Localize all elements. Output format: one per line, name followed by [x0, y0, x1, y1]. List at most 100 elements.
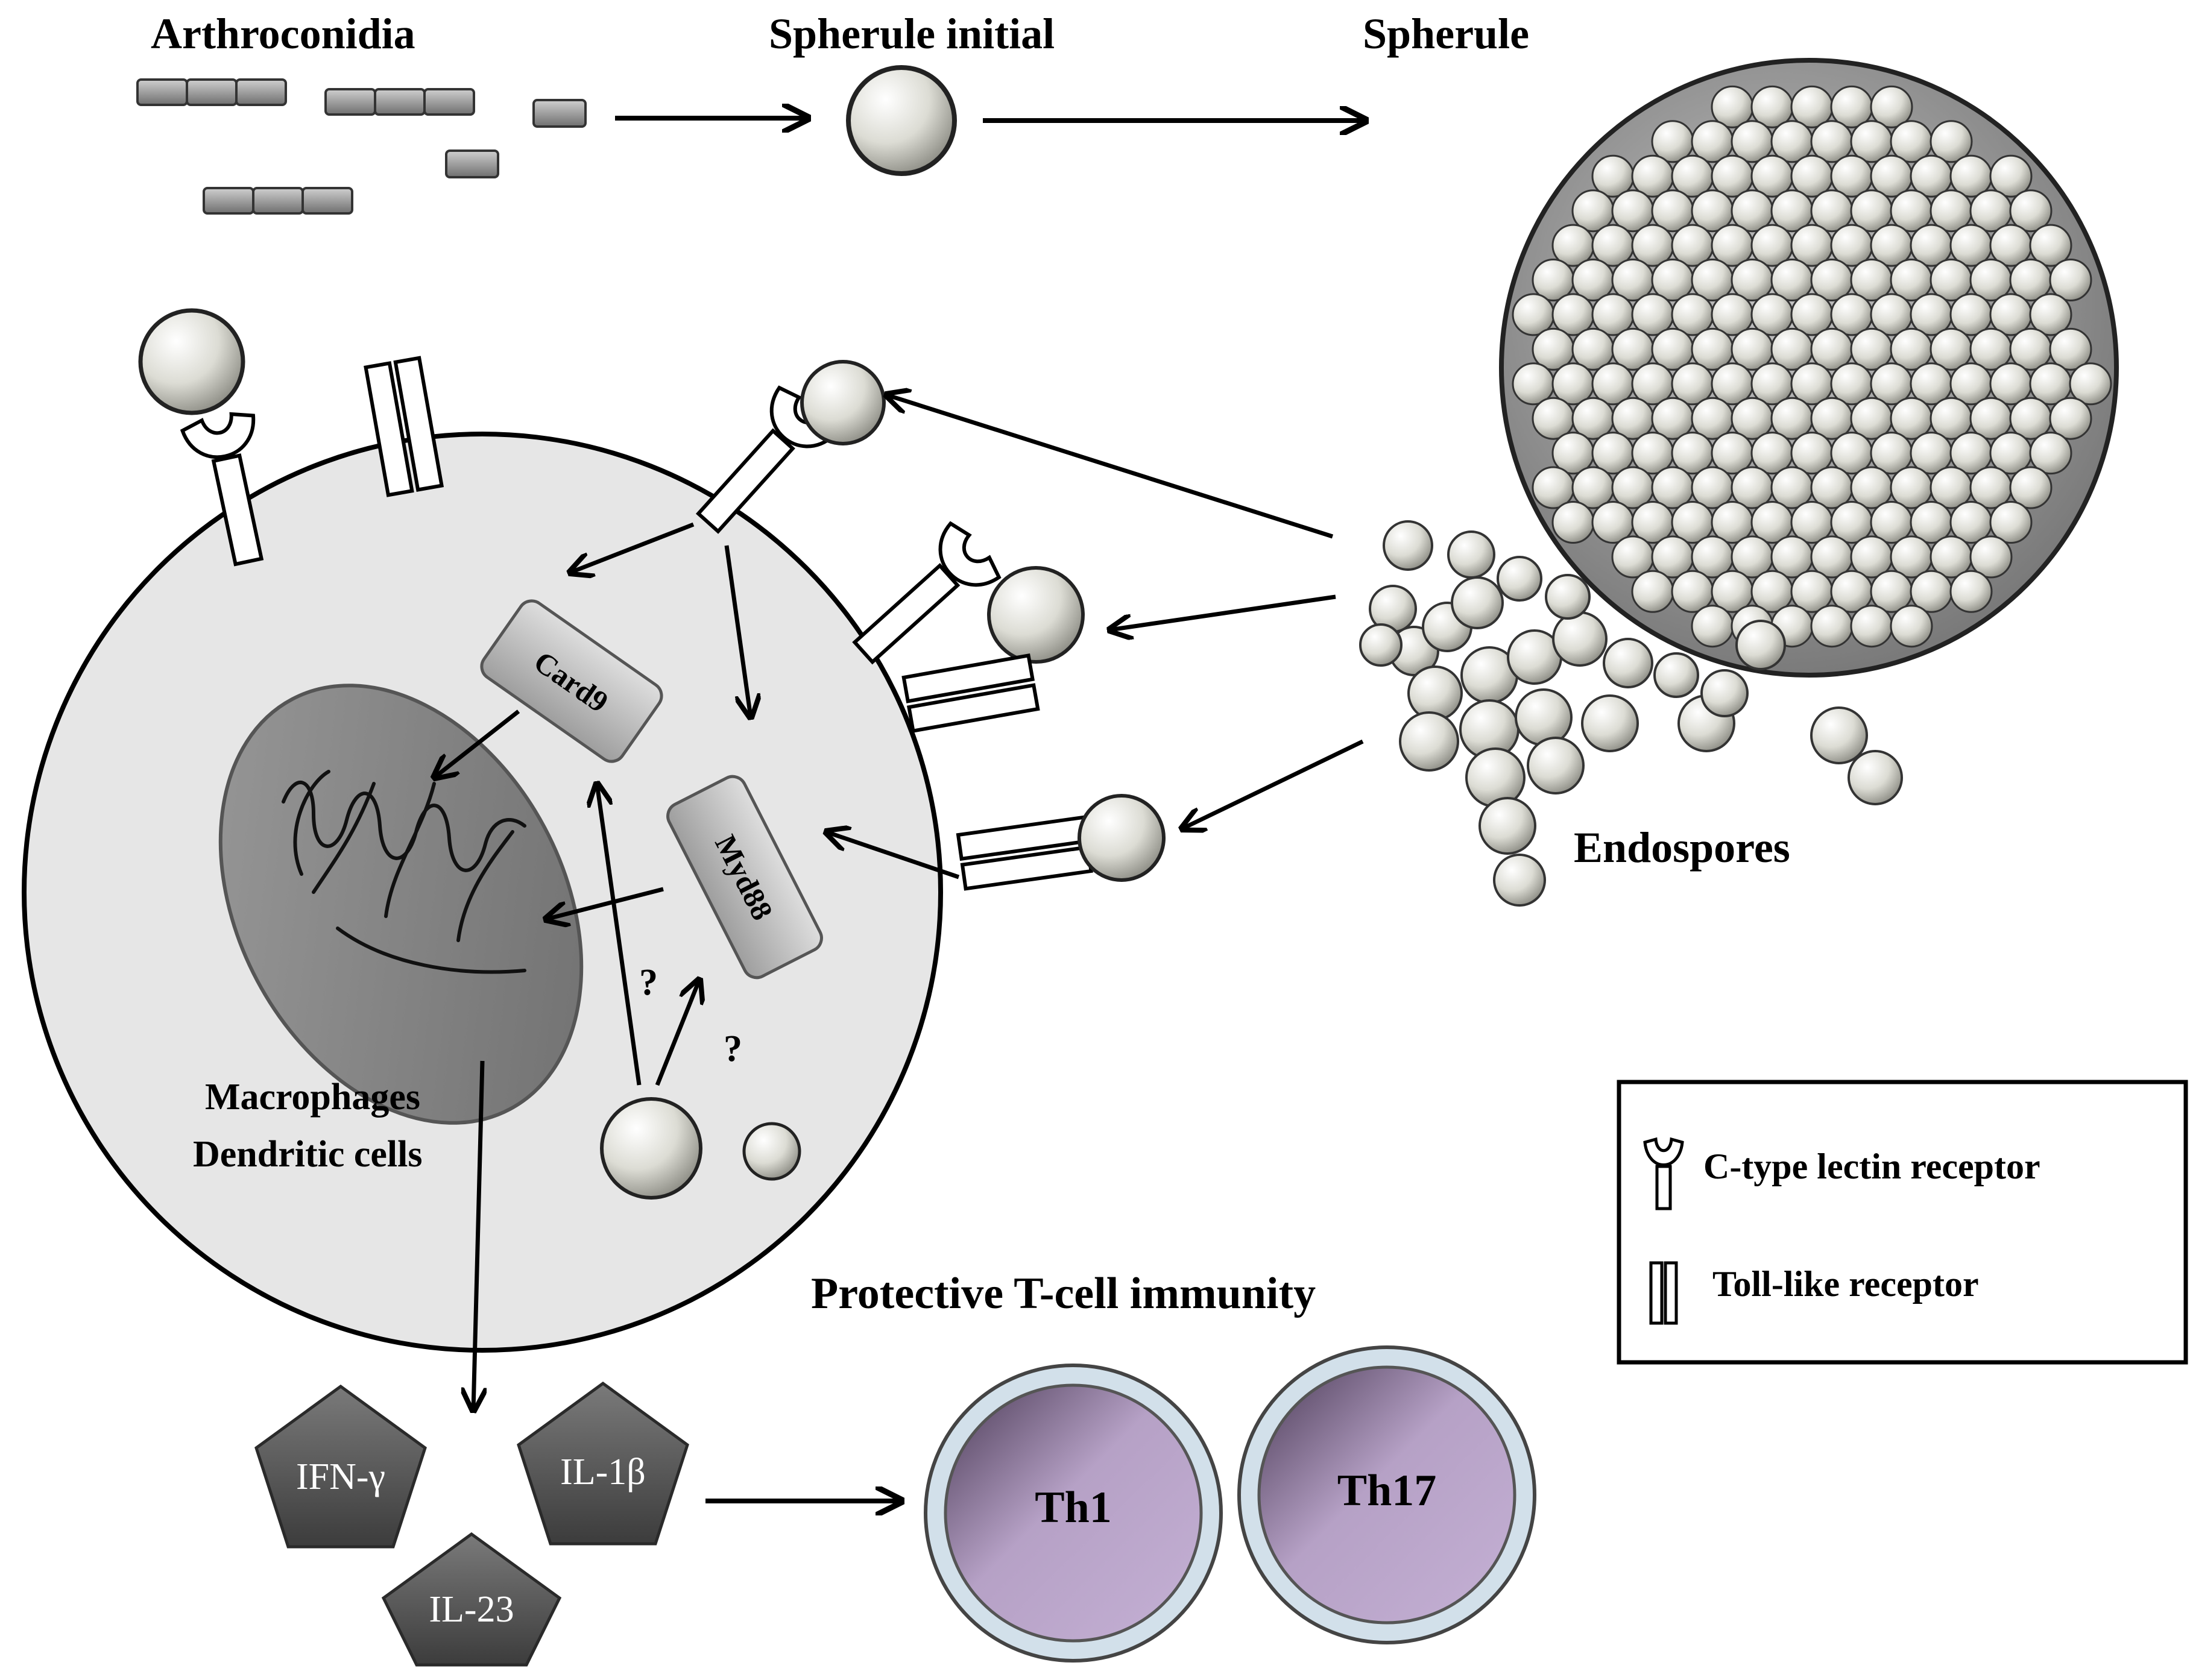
endospore	[1447, 530, 1495, 579]
endospore	[2029, 224, 2072, 267]
toll-like-receptor-icon	[901, 653, 1040, 734]
internalized-spore	[742, 1122, 801, 1181]
endospore	[1870, 85, 1913, 128]
arrow-endospores-to-tlr	[1182, 739, 1364, 829]
arrow-clr-to-card9	[570, 522, 695, 573]
bound-spore	[138, 308, 245, 415]
endospore	[2069, 362, 2112, 406]
endospore	[1493, 854, 1546, 907]
endospore	[1478, 797, 1536, 855]
endospore	[1552, 611, 1608, 667]
unknown-mark-1: ?	[639, 962, 658, 1003]
toll-like-receptor-icon	[956, 815, 1093, 891]
endospore	[2009, 189, 2053, 233]
endospore	[2049, 259, 2092, 301]
endospores-label: Endospores	[1574, 823, 1790, 872]
spherule-label: Spherule	[1363, 10, 1529, 58]
endospore	[1949, 570, 1993, 613]
bound-spore	[1078, 794, 1166, 882]
svg-text:IL-23: IL-23	[429, 1589, 514, 1630]
th17-cell: Th17	[1237, 1345, 1536, 1644]
endospore	[1989, 154, 2033, 198]
cytokine-il-23: IL-23	[381, 1532, 562, 1667]
endospore	[1989, 501, 2033, 544]
endospore	[2049, 397, 2092, 440]
card9-box: Card9	[480, 599, 663, 763]
legend-clr-icon	[1643, 1137, 1684, 1210]
arthroconidia-group	[136, 78, 587, 215]
endospore	[1407, 665, 1463, 721]
endospore	[1515, 688, 1573, 746]
unknown-mark-2: ?	[724, 1028, 742, 1069]
arrow-myd88-to-nucleus	[546, 887, 664, 919]
endospore	[1451, 576, 1504, 629]
endospore	[1890, 605, 1933, 648]
endospore	[2009, 466, 2053, 509]
endospore	[2029, 293, 2072, 336]
internalized-spore	[600, 1097, 702, 1200]
endospore	[1359, 623, 1403, 667]
endospore	[1850, 605, 1893, 648]
endospore	[1691, 605, 1734, 648]
legend-tlr-icon	[1649, 1261, 1678, 1325]
arthroconidium	[445, 149, 499, 178]
legend-clr-label: C-type lectin receptor	[1703, 1147, 2040, 1186]
spherule-initial-label: Spherule initial	[769, 10, 1055, 58]
legend-box	[1617, 1080, 2188, 1365]
svg-text:IFN-γ: IFN-γ	[296, 1456, 385, 1497]
arrow-spore-to-myd88	[655, 980, 699, 1086]
released-endospores	[1359, 520, 1903, 907]
cell-type-label: Macrophages	[205, 1077, 420, 1118]
endospore	[1399, 711, 1459, 772]
endospore	[1969, 535, 2013, 579]
arthroconidium	[532, 99, 587, 128]
endospores-inside-spherule	[1512, 85, 2112, 648]
th1-label: Th1	[1035, 1483, 1112, 1532]
c-type-lectin-receptor-icon	[180, 412, 264, 567]
myd88-box: Myd88	[666, 775, 823, 980]
endospore	[2049, 327, 2092, 371]
th1-cell: Th1	[924, 1364, 1223, 1663]
endospore	[1735, 620, 1786, 670]
arrow-clr-to-myd88	[724, 545, 751, 717]
endospore	[1497, 556, 1542, 602]
endospore	[1465, 747, 1526, 808]
endospore	[1551, 501, 1595, 544]
bound-spore	[800, 360, 886, 445]
endospore	[1930, 120, 1973, 163]
endospore	[1581, 694, 1639, 752]
arrow-card9-to-nucleus	[434, 709, 520, 778]
legend: C-type lectin receptor Toll-like recepto…	[1617, 1080, 2188, 1365]
svg-text:IL-1β: IL-1β	[560, 1452, 646, 1493]
endospore	[1653, 652, 1699, 698]
arrow-tlr-to-myd88	[826, 832, 960, 879]
endospore	[1631, 570, 1674, 613]
bound-spore	[987, 566, 1085, 664]
arrow-endospores-to-clr	[1109, 594, 1336, 630]
legend-tlr-label: Toll-like receptor	[1712, 1264, 1979, 1304]
arthroconidia-chain	[203, 187, 353, 215]
arrow-nucleus-to-cytokines	[473, 1060, 482, 1411]
arrow-spore-to-card9	[597, 784, 642, 1086]
cytokine-il-1beta: IL-1β	[517, 1381, 689, 1546]
endospore	[1383, 520, 1433, 571]
spherule-initial	[846, 65, 957, 176]
th17-label: Th17	[1337, 1466, 1437, 1515]
immunity-title: Protective T-cell immunity	[811, 1269, 1316, 1318]
dna-helix-icon	[282, 770, 526, 974]
endospore	[2029, 432, 2072, 475]
endospore	[1810, 605, 1854, 648]
endospore	[1603, 638, 1653, 688]
endospore	[1545, 574, 1591, 620]
arthroconidia-label: Arthroconidia	[151, 10, 415, 58]
endospore	[1848, 750, 1903, 805]
endospore	[1700, 669, 1749, 717]
toll-like-receptor-icon	[364, 356, 444, 497]
endospore	[1810, 706, 1868, 764]
arthroconidia-chain	[136, 78, 287, 106]
cytokine-ifn-gamma: IFN-γ	[254, 1384, 427, 1549]
arthroconidia-chain	[324, 88, 475, 116]
endospore	[1527, 737, 1585, 794]
cell-type-label: Dendritic cells	[193, 1134, 423, 1175]
